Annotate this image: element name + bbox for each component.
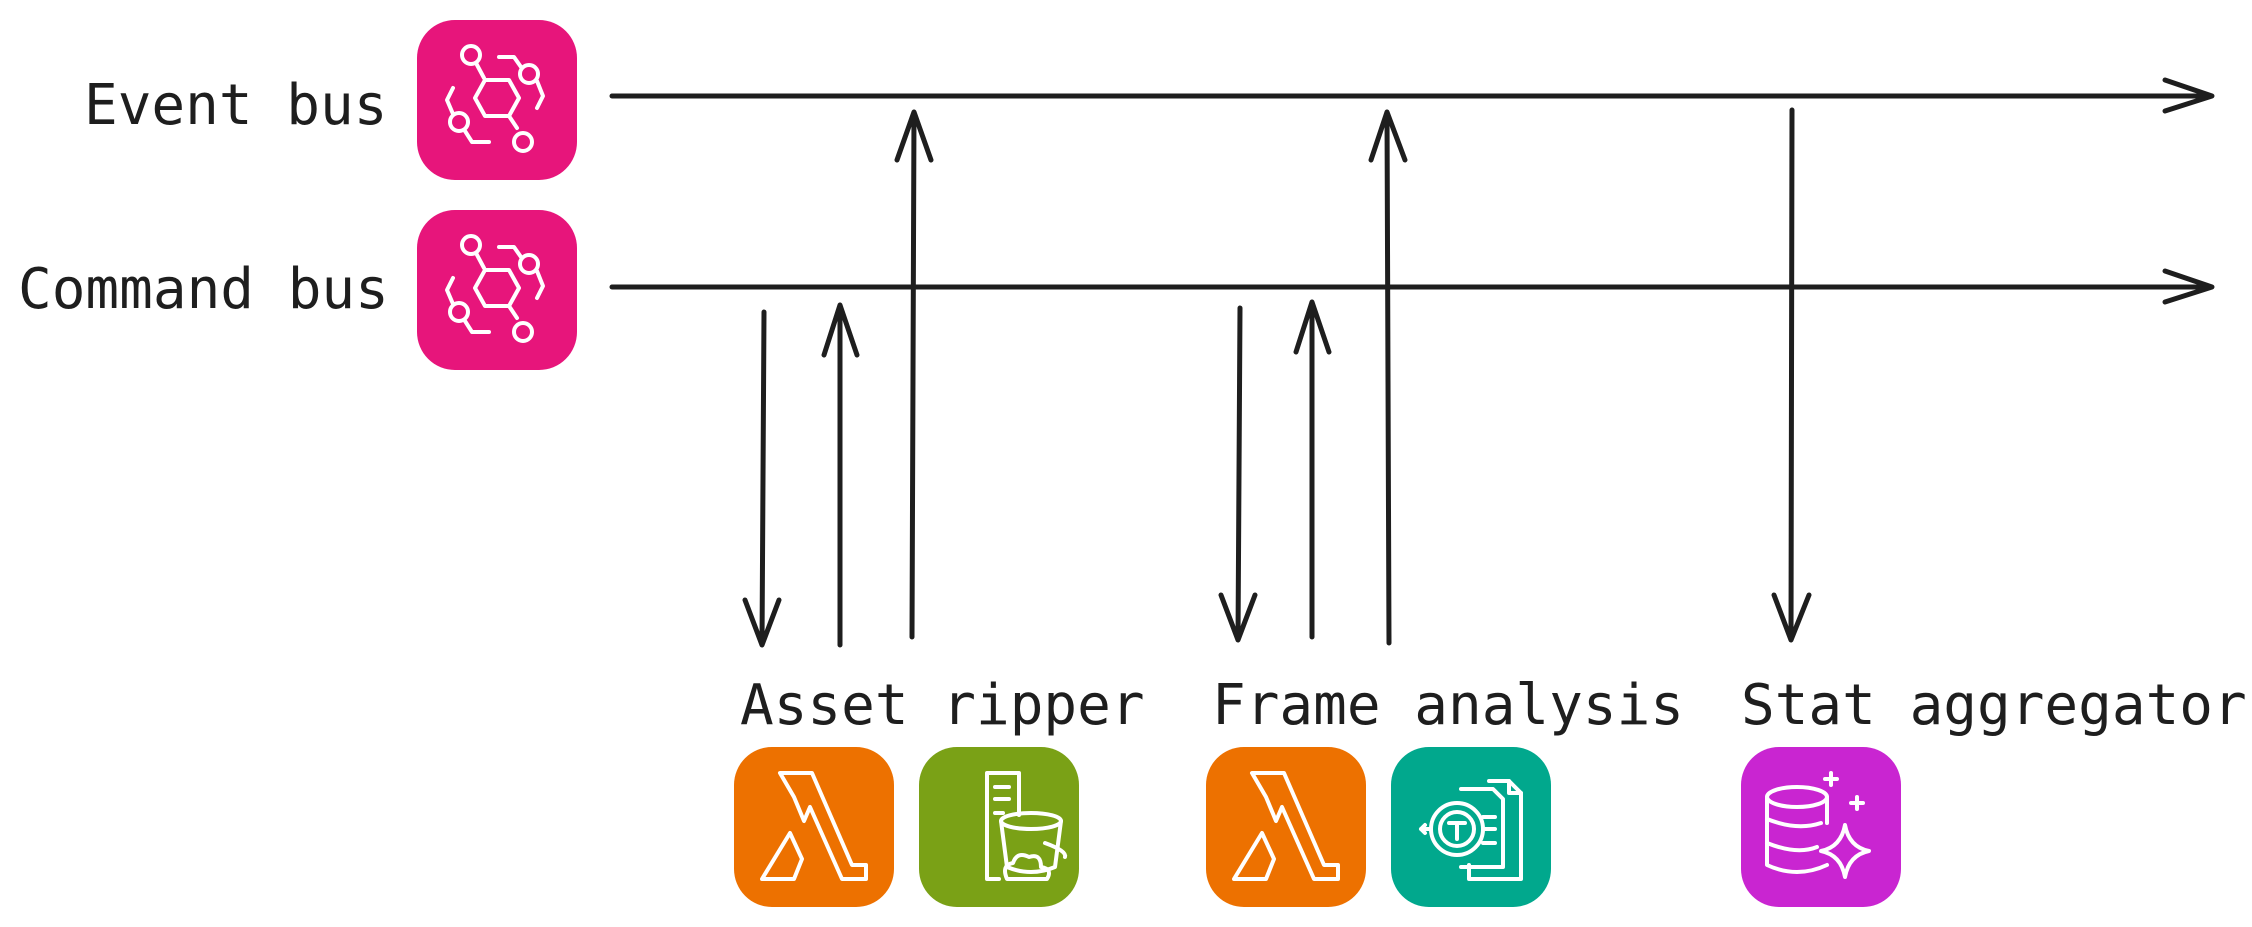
asset-ripper-command-out-arrow [821, 302, 860, 648]
lambda-icon [1206, 747, 1366, 907]
asset-ripper-event-out-arrow [894, 109, 934, 640]
event-bus-arrowhead [2162, 77, 2215, 114]
s3-bucket-icon [919, 747, 1079, 907]
lambda-icon [734, 747, 894, 907]
database-sparkle-icon [1741, 747, 1901, 907]
textract-icon [1391, 747, 1551, 907]
frame-analysis-command-in-arrow [1218, 305, 1258, 643]
frame-analysis-command-out-arrow [1293, 299, 1332, 640]
asset-ripper-command-in-arrow [742, 309, 782, 648]
event-bus-label: Event bus [84, 73, 388, 138]
command-bus-arrowhead [2162, 268, 2215, 305]
frame-analysis-label: Frame analysis [1212, 673, 1685, 738]
frame-analysis-event-out-arrow [1368, 109, 1408, 646]
eventbridge-icon [417, 20, 577, 180]
eventbridge-icon [417, 210, 577, 370]
command-bus-label: Command bus [18, 257, 389, 322]
stat-aggregator-event-in-arrow [1771, 107, 1812, 643]
stat-aggregator-label: Stat aggregator [1741, 673, 2247, 738]
asset-ripper-label: Asset ripper [740, 673, 1145, 738]
